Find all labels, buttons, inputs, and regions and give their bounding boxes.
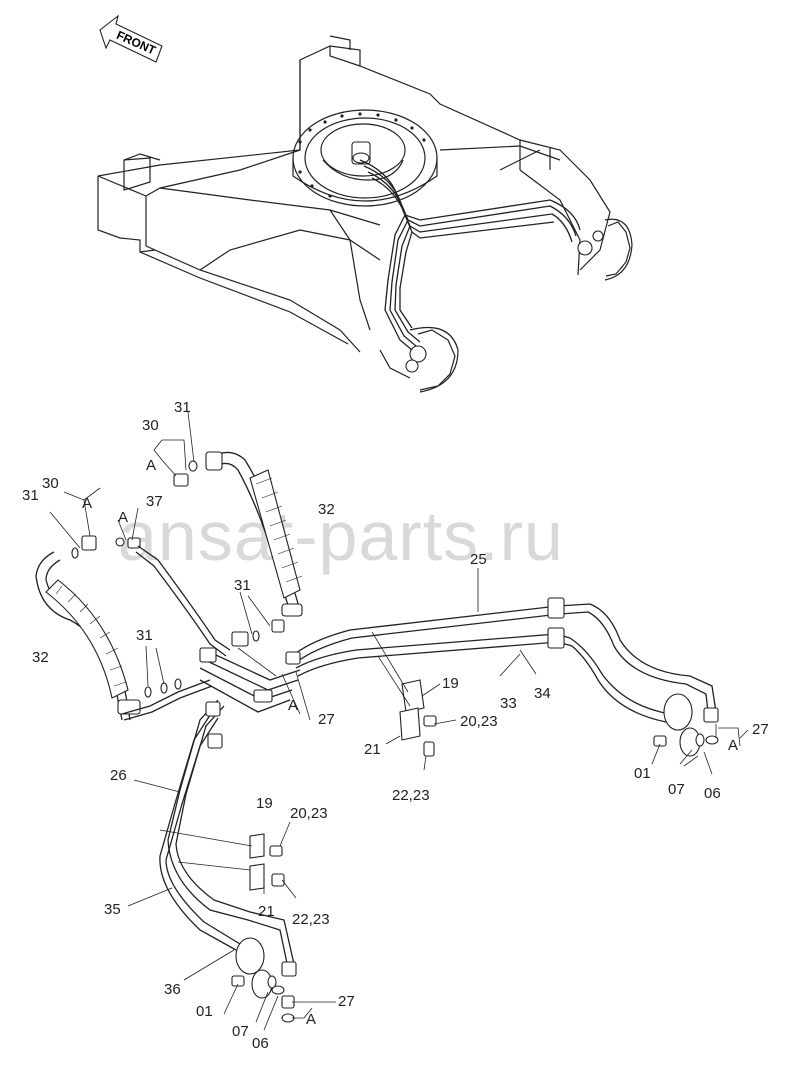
callout-30-top: 30 <box>142 417 159 434</box>
callout-07-right: 07 <box>668 781 685 798</box>
callout-20-23-upper: 20,23 <box>460 713 498 730</box>
callout-22-23-lower: 22,23 <box>292 911 330 928</box>
callout-07-low: 07 <box>232 1023 249 1040</box>
callout-06-right: 06 <box>704 785 721 802</box>
callout-01-right: 01 <box>634 765 651 782</box>
callout-31-low: 31 <box>136 627 153 644</box>
callout-01-low: 01 <box>196 1003 213 1020</box>
callout-34: 34 <box>534 685 551 702</box>
callout-35: 35 <box>104 901 121 918</box>
fitting-top <box>153 411 198 487</box>
hose-assembly-left <box>35 551 213 721</box>
callout-32-right: 32 <box>318 501 335 518</box>
pipes-left-down <box>159 699 297 1023</box>
callout-25: 25 <box>470 551 487 568</box>
callout-20-23-lower: 20,23 <box>290 805 328 822</box>
callout-32-left: 32 <box>32 649 49 666</box>
callout-31-top: 31 <box>174 399 191 416</box>
callout-a-right: A <box>728 737 738 754</box>
callout-31-mid: 31 <box>234 577 251 594</box>
hose-assembly-right <box>205 451 303 617</box>
piping-detail: 31 30 A 30 31 A 37 A 32 31 32 31 A 27 25… <box>22 399 769 1052</box>
callout-a-37: A <box>118 509 128 526</box>
callout-19-upper: 19 <box>442 675 459 692</box>
callout-31-left: 31 <box>22 487 39 504</box>
clamp-lower <box>159 829 285 891</box>
callout-a-low: A <box>306 1011 316 1028</box>
callout-36: 36 <box>164 981 181 998</box>
callout-37: 37 <box>146 493 163 510</box>
leader-lines <box>127 568 749 1031</box>
pipe-37 <box>135 545 231 657</box>
fitting-mid <box>231 591 285 647</box>
front-arrow-icon: FRONT <box>99 14 163 63</box>
callout-a-top: A <box>146 457 156 474</box>
callout-26: 26 <box>110 767 127 784</box>
callout-21-upper: 21 <box>364 741 381 758</box>
central-junction <box>199 647 301 713</box>
callout-27-center: 27 <box>318 711 335 728</box>
callout-27-right: 27 <box>752 721 769 738</box>
watermark-text: ansat-parts.ru <box>118 497 564 575</box>
callout-06-low: 06 <box>252 1035 269 1052</box>
callout-33: 33 <box>500 695 517 712</box>
front-label: FRONT <box>114 28 158 58</box>
callout-a-left: A <box>82 495 92 512</box>
fitting-low-left <box>144 645 182 698</box>
clamp-upper <box>371 631 437 757</box>
callout-21-lower: 21 <box>258 903 275 920</box>
callout-27-low: 27 <box>338 993 355 1010</box>
callout-22-23-upper: 22,23 <box>392 787 430 804</box>
upper-pipe-bundle <box>359 159 581 351</box>
right-sprocket <box>577 218 633 281</box>
pipes-right <box>285 597 719 757</box>
callout-30-left: 30 <box>42 475 59 492</box>
callout-a-center: A <box>288 697 298 714</box>
fitting-left <box>49 487 141 559</box>
left-sprocket <box>379 326 459 393</box>
ring-bolts <box>298 112 426 198</box>
callout-labels: 31 30 A 30 31 A 37 A 32 31 32 31 A 27 25… <box>22 399 769 1052</box>
undercarriage-frame <box>97 35 633 393</box>
callout-19-lower: 19 <box>256 795 273 812</box>
